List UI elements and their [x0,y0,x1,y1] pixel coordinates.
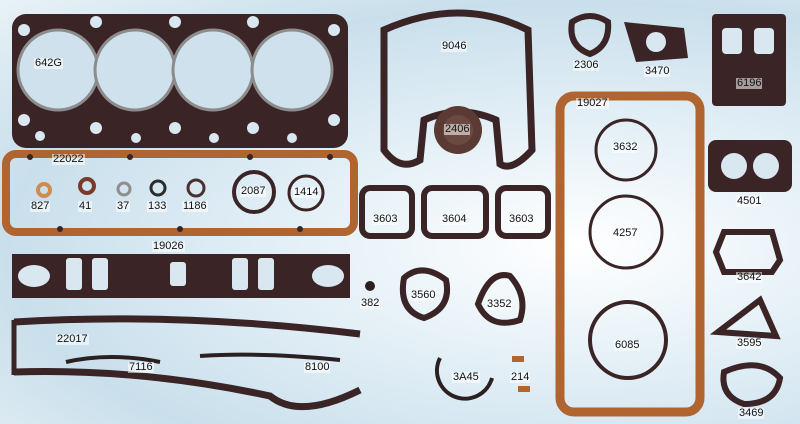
plate-3604 [421,185,489,239]
label-9046: 9046 [441,40,468,52]
intake-manifold-gasket-19026 [12,254,350,298]
label-3632: 3632 [612,141,639,153]
label-37: 37 [116,200,131,212]
label-3560: 3560 [410,289,437,301]
label-3352: 3352 [486,298,513,310]
label-2087: 2087 [240,185,267,197]
ring-6085 [588,300,668,380]
seal-41 [78,177,96,195]
valve-cover-gasket-22022 [2,150,358,236]
label-2306: 2306 [573,59,600,71]
label-3603-left: 3603 [372,213,399,225]
label-2406: 2406 [444,123,471,135]
label-3642: 3642 [736,271,763,283]
carb-gasket-4501 [708,140,792,192]
flange-3560 [400,267,450,322]
ring-1414 [287,174,325,212]
label-382: 382 [360,297,381,309]
oil-pan-gasket-19027 [555,91,705,417]
label-133: 133 [147,200,168,212]
label-3603-right: 3603 [508,213,535,225]
label-3469: 3469 [738,407,765,419]
label-3604: 3604 [441,213,468,225]
label-642g: 642G [34,57,63,69]
label-214: 214 [510,371,531,383]
pieces-214 [512,356,524,362]
seal-1186 [186,178,206,198]
seal-37 [116,181,132,197]
label-22017: 22017 [56,333,89,345]
label-3595: 3595 [736,337,763,349]
label-3a45: 3A45 [452,371,480,383]
carb-gasket-6196 [712,14,786,106]
label-6196: 6196 [736,77,763,89]
plug-382 [365,281,375,291]
timing-cover-gasket-9046 [380,9,536,170]
label-827: 827 [30,200,51,212]
seal-827 [36,182,52,198]
plate-3603-right [495,185,551,239]
label-41: 41 [78,200,93,212]
label-1186: 1186 [182,200,208,212]
seal-133 [149,179,167,197]
label-3470: 3470 [644,65,671,77]
flange-3352 [474,272,526,326]
label-4257: 4257 [612,227,639,239]
thermostat-gasket-3642 [712,229,784,275]
oil-pan-gasket-22017 [11,315,362,411]
label-1414: 1414 [293,186,320,198]
plate-3603-left [359,185,415,239]
label-6085: 6085 [614,339,641,351]
ring-4257 [588,194,664,270]
label-8100: 8100 [304,361,331,373]
gasket-3469 [720,362,784,408]
ring-2087 [232,170,276,214]
ring-3632 [594,118,658,182]
label-7116: 7116 [128,361,154,373]
label-4501: 4501 [736,195,763,207]
head-gasket-642g [12,14,348,148]
label-19026: 19026 [152,240,185,252]
seal-strips [65,352,341,364]
mount-gasket-3595 [709,295,781,340]
seal-3a45 [434,357,494,401]
fuel-pump-gasket-2306 [568,13,612,58]
label-22022: 22022 [52,153,85,165]
label-19027: 19027 [576,97,609,109]
